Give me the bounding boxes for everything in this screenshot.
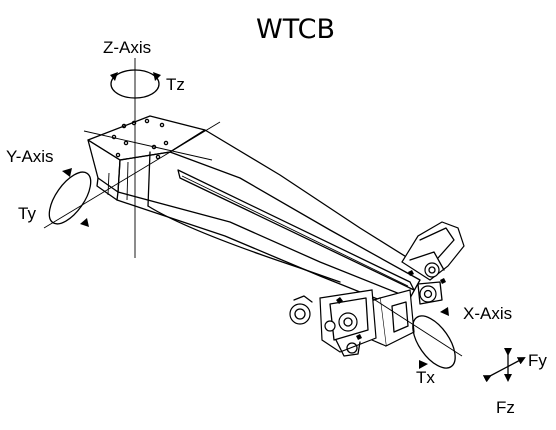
tx-label: Tx [416,368,435,387]
tx-rotation-icon [412,307,456,369]
x-axis-label: X-Axis [463,304,512,323]
z-axis-group: Z-Axis Tz [103,38,185,258]
end-effector [289,221,465,357]
x-crosshair-line [83,130,213,161]
tz-label: Tz [166,75,185,94]
fz-label: Fz [496,398,515,417]
ty-label: Ty [18,204,36,223]
fy-label: Fy [528,351,547,370]
force-arrows-icon: Fy Fz [482,348,547,417]
diagram-title: WTCB [256,14,335,45]
mounting-holes [111,118,169,160]
x-axis-line [371,297,463,357]
ty-rotation-icon [48,168,92,227]
x-axis-group: X-Axis Tx [371,297,512,387]
z-axis-label: Z-Axis [103,38,151,57]
tz-rotation-icon [110,69,161,99]
y-axis-group: Y-Axis Ty [6,121,221,229]
manipulator-arm [87,115,425,311]
y-axis-label: Y-Axis [6,147,54,166]
